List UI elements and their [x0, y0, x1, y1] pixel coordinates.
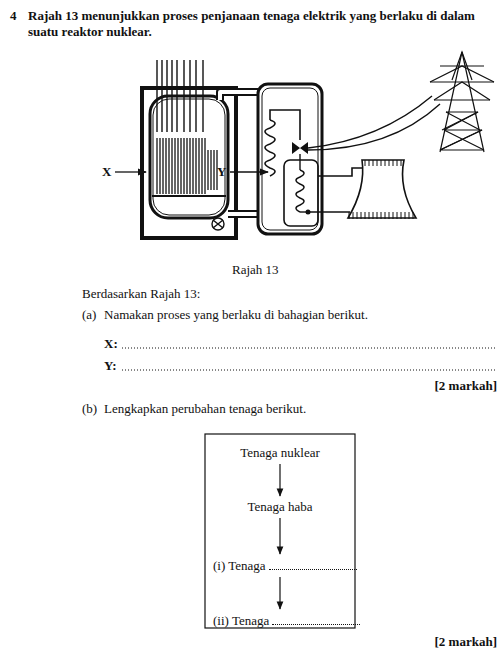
energy-form: Tenaga nuklear	[237, 444, 323, 462]
energy-arrow	[279, 577, 280, 609]
figure-caption: Rajah 13	[232, 262, 279, 278]
callout-letter: X	[102, 164, 111, 180]
energy-label: (ii) Tenaga	[213, 613, 269, 628]
question-text: 4	[10, 8, 17, 24]
energy-form: (ii) Tenaga	[210, 611, 363, 630]
energy-label: Tenaga haba	[247, 499, 312, 514]
question-text: (b)	[82, 401, 97, 417]
answer-blank	[272, 612, 360, 625]
question-text: X:	[104, 336, 118, 352]
energy-arrow	[279, 518, 280, 554]
question-text: Lengkapkan perubahan tenaga berikut.	[104, 401, 306, 417]
energy-arrow	[279, 464, 280, 496]
energy-label: (i) Tenaga	[213, 558, 266, 573]
callout-letter: Y	[217, 164, 226, 180]
question-text: Namakan proses yang berlaku di bahagian …	[104, 307, 368, 323]
energy-form: Tenaga haba	[244, 498, 315, 516]
energy-form: (i) Tenaga	[210, 556, 360, 575]
question-text: Rajah 13 menunjukkan proses penjanaan te…	[28, 8, 496, 40]
question-text: Y:	[104, 358, 117, 374]
question-text: [2 markah]	[435, 634, 497, 650]
answer-blank	[269, 557, 357, 570]
energy-label: Tenaga nuklear	[240, 445, 320, 460]
question-text: Berdasarkan Rajah 13:	[82, 286, 200, 302]
question-text: [2 markah]	[435, 378, 497, 394]
question-text: (a)	[82, 307, 96, 323]
